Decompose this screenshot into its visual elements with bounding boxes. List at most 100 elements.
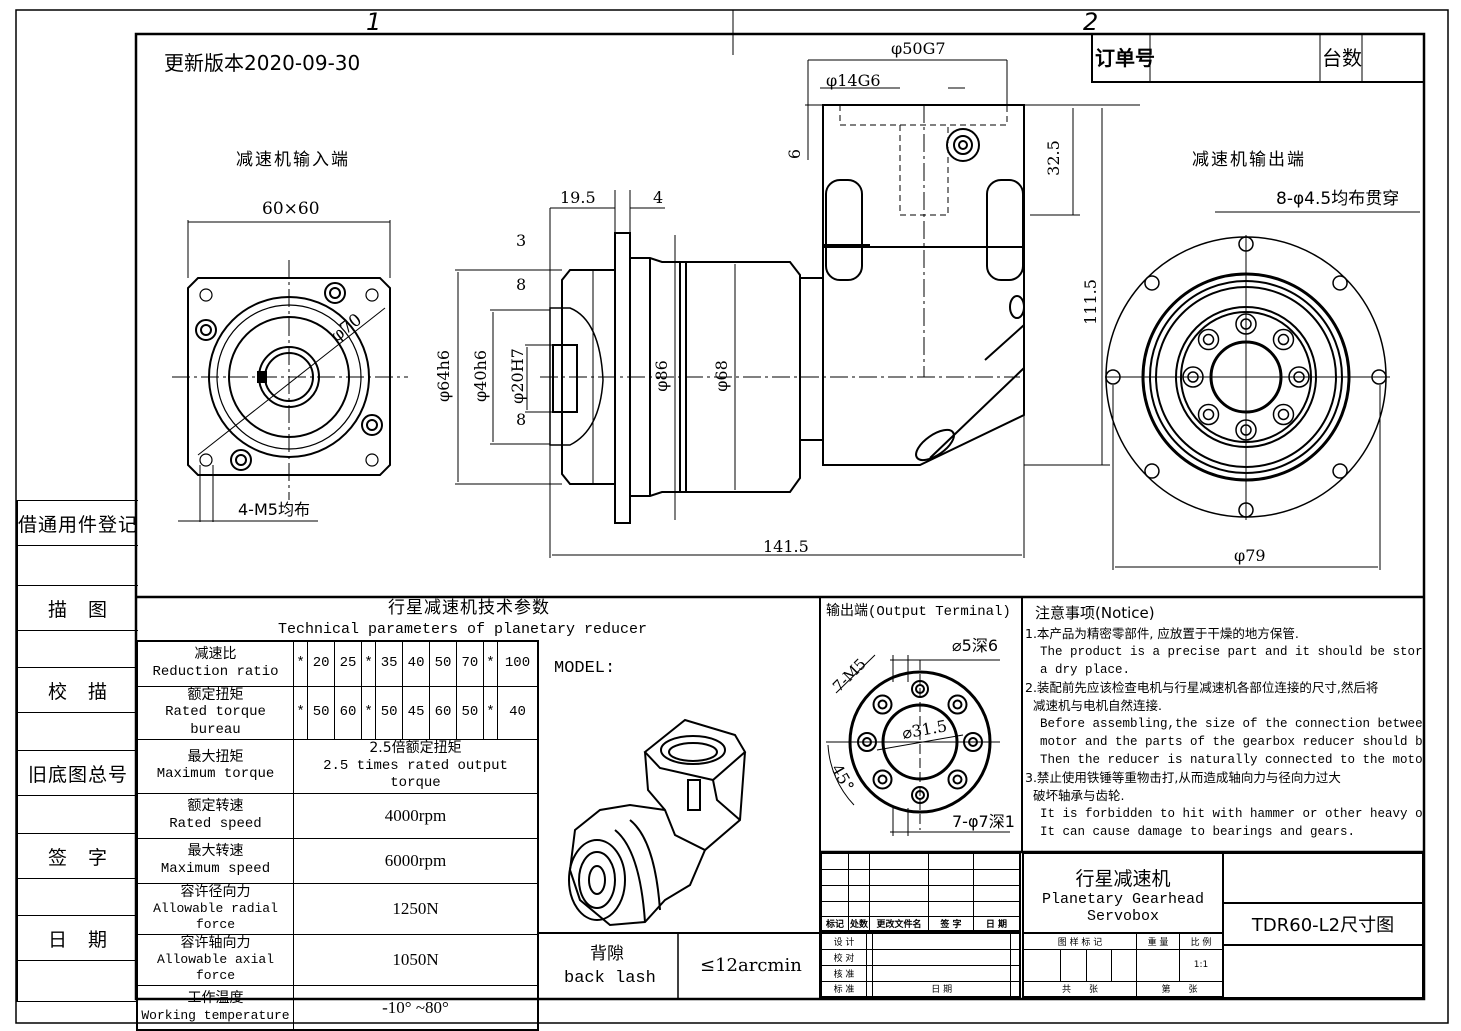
dim-20h7: φ20H7 bbox=[507, 348, 527, 404]
scale-value: 1:1 bbox=[1179, 948, 1224, 982]
torque-cell: * bbox=[482, 685, 499, 740]
side-strip-cell: 日 期 bbox=[18, 915, 138, 960]
radial-force-label-en: Allowable radial force bbox=[153, 901, 278, 933]
zone-label-2: 2 bbox=[1083, 8, 1099, 36]
notice-line: The product is a precise part and it sho… bbox=[1025, 645, 1423, 659]
side-strip-cell bbox=[18, 545, 138, 585]
torque-cell: 45 bbox=[402, 685, 431, 740]
axial-force-label-en: Allowable axial force bbox=[156, 952, 275, 984]
model-label: MODEL: bbox=[554, 659, 616, 678]
dim-8-top: 8 bbox=[516, 275, 527, 294]
dim-79: φ79 bbox=[1234, 546, 1266, 565]
product-name-cn: 行星减速机 bbox=[1075, 868, 1171, 890]
dim-pin-5: ⌀5深6 bbox=[952, 636, 998, 655]
torque-cell: 50 bbox=[307, 685, 336, 740]
terminal-hole-inner bbox=[877, 774, 888, 785]
rev-header-count: 处数 bbox=[848, 915, 870, 932]
ratio-cell: * bbox=[482, 640, 499, 687]
output-hole-inner bbox=[1277, 408, 1290, 421]
order-number-field[interactable] bbox=[1155, 48, 1315, 78]
product-name-en2: Servobox bbox=[1086, 908, 1159, 925]
dim-86: φ86 bbox=[651, 360, 671, 392]
quantity-field[interactable] bbox=[1366, 48, 1420, 78]
total-sheets: 共 张 bbox=[1022, 980, 1137, 998]
weight-label: 重 量 bbox=[1136, 932, 1180, 950]
output-terminal-drawing bbox=[826, 654, 1010, 836]
dim-32-5: 32.5 bbox=[1043, 140, 1063, 176]
drawing-mark-label: 图 样 标 记 bbox=[1022, 932, 1137, 950]
sheet-number: 第 张 bbox=[1136, 980, 1224, 998]
order-number-label: 订单号 bbox=[1095, 46, 1155, 70]
side-strip-cell: 描 图 bbox=[18, 585, 138, 630]
dim-64h6: φ64h6 bbox=[434, 349, 454, 403]
ratio-label-cn: 减速比 bbox=[194, 646, 237, 663]
notice-panel: 注意事项(Notice) 1.本产品为精密零部件, 应放置于干燥的地方保管. T… bbox=[1025, 604, 1423, 841]
torque-label-cn: 额定扭矩 bbox=[187, 686, 244, 703]
design-label: 设 计 bbox=[820, 932, 867, 950]
ratio-cell: 35 bbox=[375, 640, 404, 687]
torque-cell: 50 bbox=[455, 685, 484, 740]
side-strip-cell: 旧底图总号 bbox=[18, 750, 138, 795]
max-speed-value: 6000rpm bbox=[293, 837, 539, 884]
max-torque-value: 2.5 times rated output torque bbox=[323, 757, 508, 792]
torque-cell: * bbox=[361, 685, 377, 740]
notice-line: 1.本产品为精密零部件, 应放置于干燥的地方保管. bbox=[1025, 626, 1299, 641]
drawing-title-block: TDR60-L2尺寸图 bbox=[1222, 852, 1424, 999]
notice-line: 3.禁止使用铁锤等重物击打,从而造成轴向力与径向力过大 bbox=[1025, 770, 1341, 785]
max-torque-label-en: Maximum torque bbox=[156, 766, 275, 783]
dim-length-141-5: 141.5 bbox=[763, 537, 809, 556]
revision-block: 标记 处数 更改文件名 签 字 日 期 bbox=[820, 852, 1021, 932]
rated-speed-label-en: Rated speed bbox=[169, 815, 262, 832]
mounting-hole bbox=[1144, 463, 1160, 479]
output-hole-inner bbox=[1202, 408, 1215, 421]
dim-19-5: 19.5 bbox=[560, 188, 596, 207]
notice-line: 2.装配前先应该检查电机与行星减速机各部位连接的尺寸,然后将 bbox=[1025, 680, 1379, 695]
rev-header-mark: 标记 bbox=[820, 915, 849, 932]
max-torque-label-cn: 最大扭矩 bbox=[187, 748, 244, 765]
dim-square: 60×60 bbox=[262, 199, 320, 219]
dim-40h6: φ40h6 bbox=[471, 349, 491, 403]
dim-111-5: 111.5 bbox=[1080, 279, 1100, 325]
rev-header-date: 日 期 bbox=[973, 915, 1021, 932]
ratio-cell: 40 bbox=[402, 640, 431, 687]
dim-4: 4 bbox=[653, 188, 664, 207]
output-hole bbox=[1197, 328, 1220, 351]
axial-force-label-cn: 容许轴向力 bbox=[180, 934, 251, 951]
torque-label-en: Rated torque bureau bbox=[165, 704, 266, 738]
side-strip-cell: 借通用件登记 bbox=[18, 500, 138, 545]
inner-border bbox=[134, 32, 1426, 1001]
output-terminal-title: 输出端(Output Terminal) bbox=[826, 604, 1011, 620]
terminal-hole bbox=[872, 769, 893, 790]
temperature-label-en: Working temperature bbox=[141, 1007, 290, 1023]
input-view-title: 减速机输入端 bbox=[236, 150, 350, 170]
gearhead-isometric bbox=[568, 718, 747, 927]
radial-force-label-cn: 容许径向力 bbox=[180, 883, 251, 900]
backlash-value: ≤12arcmin bbox=[700, 955, 802, 976]
max-speed-label-en: Maximum speed bbox=[160, 860, 271, 877]
mounting-hole bbox=[1144, 275, 1160, 291]
rev-header-file: 更改文件名 bbox=[869, 915, 929, 932]
notice-line: 破坏轴承与齿轮. bbox=[1025, 788, 1125, 803]
dim-3: 3 bbox=[516, 231, 527, 250]
dim-7-cbore: 7-φ7深1 bbox=[952, 812, 1015, 831]
notice-title: 注意事项(Notice) bbox=[1035, 604, 1155, 622]
ratio-cell: 70 bbox=[455, 640, 484, 687]
output-hole-inner bbox=[1277, 333, 1290, 346]
mounting-hole bbox=[1332, 275, 1348, 291]
rev-header-sign: 签 字 bbox=[928, 915, 974, 932]
notice-line: motor and the parts of the gearbox reduc… bbox=[1040, 735, 1423, 749]
axial-force-value: 1050N bbox=[293, 933, 539, 986]
terminal-hole bbox=[947, 769, 968, 790]
dim-6: 6 bbox=[785, 148, 805, 160]
mounting-hole bbox=[1332, 463, 1348, 479]
drawing-title: TDR60-L2尺寸图 bbox=[1224, 904, 1422, 946]
side-strip-cell: 签 字 bbox=[18, 833, 138, 878]
output-hole bbox=[1272, 403, 1295, 426]
zone-label-1: 1 bbox=[366, 8, 382, 36]
